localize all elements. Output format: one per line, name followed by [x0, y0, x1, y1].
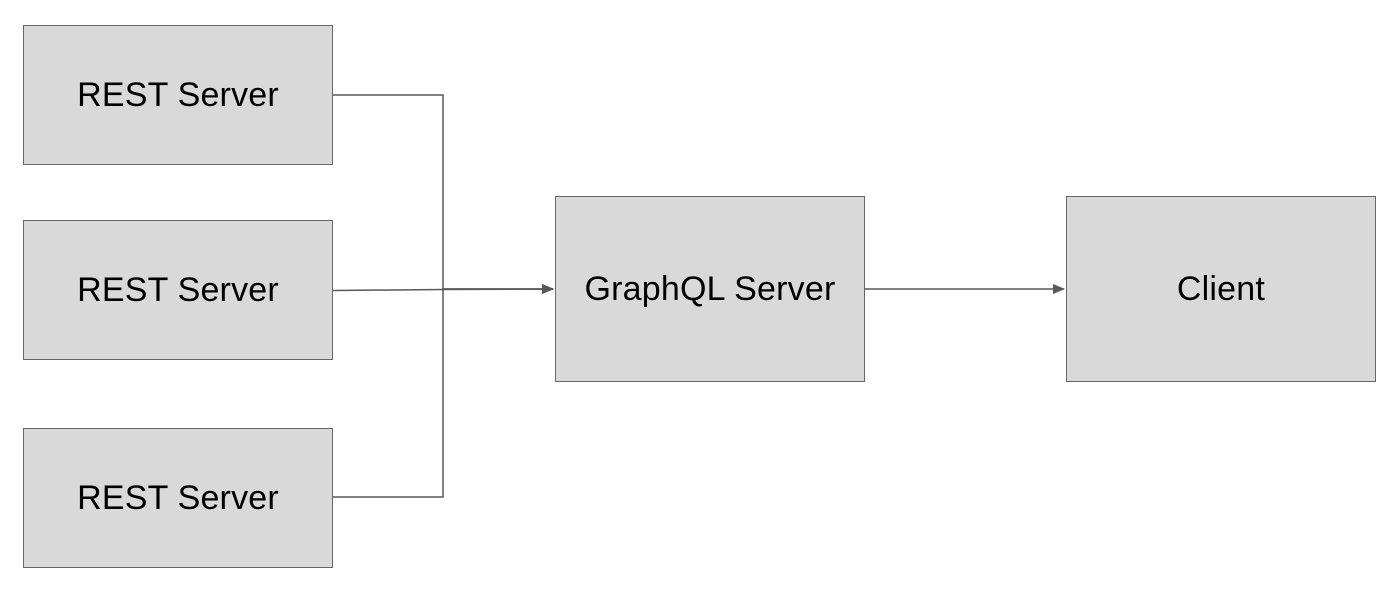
connector-rest-1-to-graphql — [333, 94, 554, 294]
connector-rest-2-to-graphql — [332, 284, 554, 295]
rest-server-node-2: REST Server — [23, 220, 333, 360]
graphql-server-label: GraphQL Server — [584, 269, 836, 308]
client-label: Client — [1176, 269, 1266, 308]
client-node: Client — [1066, 196, 1376, 382]
rest-server-node-1: REST Server — [23, 25, 333, 165]
graphql-server-node: GraphQL Server — [555, 196, 865, 382]
rest-server-label: REST Server — [77, 478, 279, 517]
connector-rest-3-to-graphql — [333, 284, 554, 498]
rest-server-node-3: REST Server — [23, 428, 333, 568]
rest-server-label: REST Server — [77, 270, 279, 309]
rest-server-label: REST Server — [77, 75, 279, 114]
